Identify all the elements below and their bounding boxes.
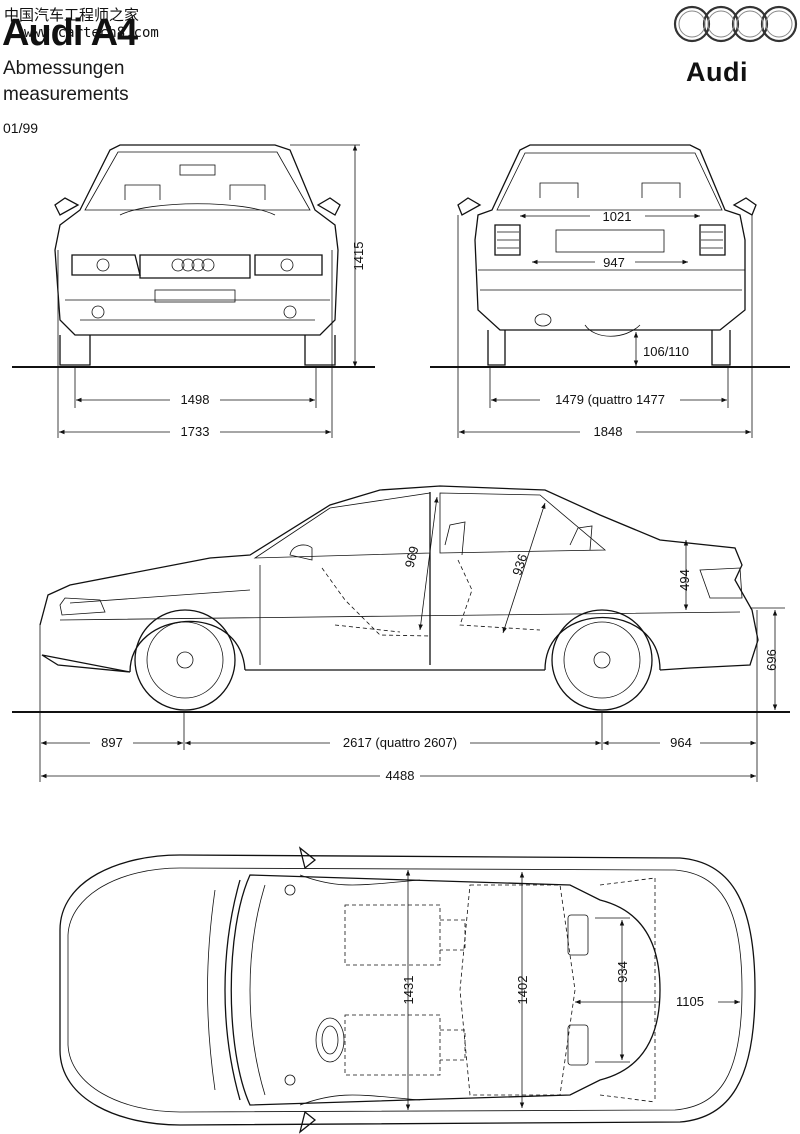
audi-rings-logo [673,5,798,43]
dim-front-track: 1498 [181,392,210,407]
dim-rear-track: 1479 (quattro 1477 [555,392,665,407]
dim-front-overhang: 897 [101,735,123,750]
dim-trunk-length: 1105 [676,994,704,1009]
dim-trunk-width: 934 [615,961,630,983]
watermark-url: www.cartech8.com [24,25,159,41]
dim-trunk-height: 494 [677,569,692,591]
watermark: 中国汽车工程师之家 www.cartech8.com [4,6,159,42]
front-view [12,144,375,438]
dim-rear-width: 1848 [594,424,623,439]
dim-headroom-rear: 936 [509,552,530,577]
dim-headroom-front: 969 [402,545,422,570]
dim-load-height: 696 [764,649,779,671]
dim-rear-interior-width: 1402 [515,976,530,1005]
dim-front-interior-width: 1431 [401,976,416,1005]
dim-front-width: 1733 [181,424,210,439]
side-view [12,485,790,782]
dim-rear-overhang: 964 [670,735,692,750]
subtitle-german: Abmessungen [3,58,125,79]
front-grille-rings [171,258,215,272]
top-view [59,846,756,1134]
dim-ground-clearance: 106/110 [643,344,689,359]
dim-overall-length: 4488 [386,768,415,783]
watermark-cn: 中国汽车工程师之家 [4,6,140,24]
brand-wordmark: Audi [686,57,748,87]
dim-wheelbase: 2617 (quattro 2607) [343,735,457,750]
dim-rear-window-bottom: 947 [603,255,625,270]
model-title: Audi A4 [2,12,138,54]
document-date: 01/99 [3,120,39,136]
rear-view [430,144,790,438]
dim-rear-window-top: 1021 [603,209,632,224]
dim-front-height: 1415 [351,242,366,271]
subtitle-english: measurements [3,84,129,105]
